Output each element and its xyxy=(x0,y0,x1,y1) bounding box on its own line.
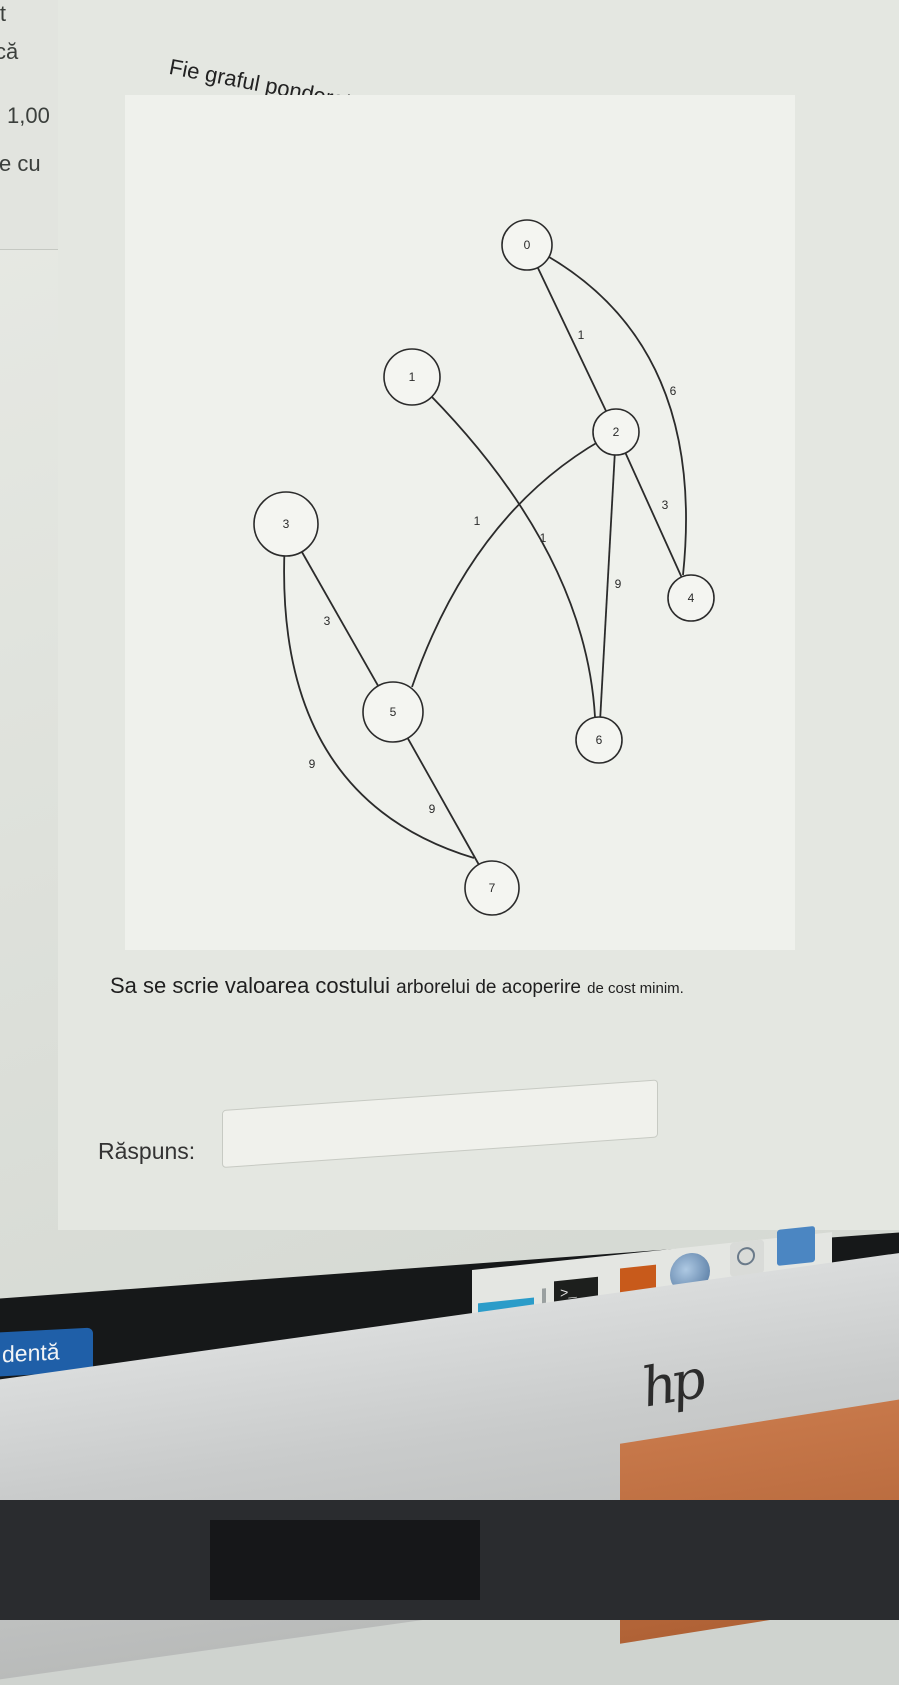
node-circle-0 xyxy=(501,219,553,271)
graph-edges xyxy=(283,244,692,889)
edge-0-4 xyxy=(526,244,687,576)
edge-weight-5-7: 9 xyxy=(429,802,436,816)
node-label-4: 4 xyxy=(688,591,695,605)
graph-nodes: 0 1 2 3 4 5 6 7 xyxy=(253,219,715,916)
question-text-main: Sa se scrie valoarea costului xyxy=(110,973,391,998)
edge-3-5 xyxy=(285,523,394,713)
monitor-screen: it că 1,00 e cu Fie graful ponderat din … xyxy=(0,0,899,1400)
graph-weights: 1 6 3 1 9 1 3 9 9 xyxy=(309,328,677,816)
graph-node-5: 5 xyxy=(362,681,424,743)
node-label-0: 0 xyxy=(524,238,531,252)
graph-node-6: 6 xyxy=(575,716,623,764)
node-label-5: 5 xyxy=(390,705,397,719)
edge-weight-0-4: 6 xyxy=(670,384,677,398)
graph-node-1: 1 xyxy=(383,348,441,406)
graph-figure: 1 6 3 1 9 1 3 9 9 0 1 2 3 4 5 6 7 xyxy=(125,95,795,950)
magnifier-glyph xyxy=(737,1246,755,1267)
edge-2-4 xyxy=(615,431,692,599)
node-label-1: 1 xyxy=(409,370,416,384)
edge-3-7 xyxy=(283,523,475,859)
edge-0-2 xyxy=(526,244,617,433)
node-circle-6 xyxy=(575,716,623,764)
edge-weight-2-5: 1 xyxy=(474,514,481,528)
node-circle-4 xyxy=(667,574,715,622)
node-circle-3 xyxy=(253,491,319,557)
edge-weight-1-6: 1 xyxy=(540,531,547,545)
brand-logo: hp xyxy=(636,1347,705,1420)
answer-label: Răspuns: xyxy=(98,1138,196,1164)
search-icon[interactable] xyxy=(730,1239,764,1277)
node-circle-2 xyxy=(592,408,640,456)
edge-5-7 xyxy=(392,711,493,889)
node-label-2: 2 xyxy=(613,425,620,439)
edge-weight-2-4: 3 xyxy=(662,498,669,512)
graph-node-4: 4 xyxy=(667,574,715,622)
info-line-3: 1,00 xyxy=(7,103,50,128)
edge-weight-2-6: 9 xyxy=(615,577,622,591)
graph-node-7: 7 xyxy=(464,860,520,916)
edge-2-6 xyxy=(598,431,617,741)
edge-1-6 xyxy=(411,376,596,718)
node-circle-7 xyxy=(464,860,520,916)
graph-node-3: 3 xyxy=(253,491,319,557)
graph-svg: 1 6 3 1 9 1 3 9 9 0 1 2 3 4 5 6 7 xyxy=(253,219,715,916)
edge-weight-3-5: 3 xyxy=(324,614,331,628)
graph-node-2: 2 xyxy=(592,408,640,456)
edge-2-5 xyxy=(411,431,617,688)
info-line-2: că xyxy=(0,39,19,64)
monitor-stand xyxy=(210,1520,480,1600)
info-line-1: it xyxy=(0,1,6,26)
edge-weight-3-7: 9 xyxy=(309,757,316,771)
question-text-mid: arborelui de acoperire xyxy=(396,977,581,998)
info-line-4: e cu xyxy=(0,151,41,176)
question-text-end: de cost minim. xyxy=(587,980,684,997)
question-text: Sa se scrie valoarea costului arborelui … xyxy=(110,973,684,999)
node-label-6: 6 xyxy=(596,733,603,747)
node-label-7: 7 xyxy=(489,881,496,895)
graph-node-0: 0 xyxy=(501,219,553,271)
folder-icon[interactable] xyxy=(777,1225,815,1266)
node-circle-1 xyxy=(383,348,441,406)
node-circle-5 xyxy=(362,681,424,743)
edge-weight-0-2: 1 xyxy=(578,328,585,342)
node-label-3: 3 xyxy=(283,517,290,531)
